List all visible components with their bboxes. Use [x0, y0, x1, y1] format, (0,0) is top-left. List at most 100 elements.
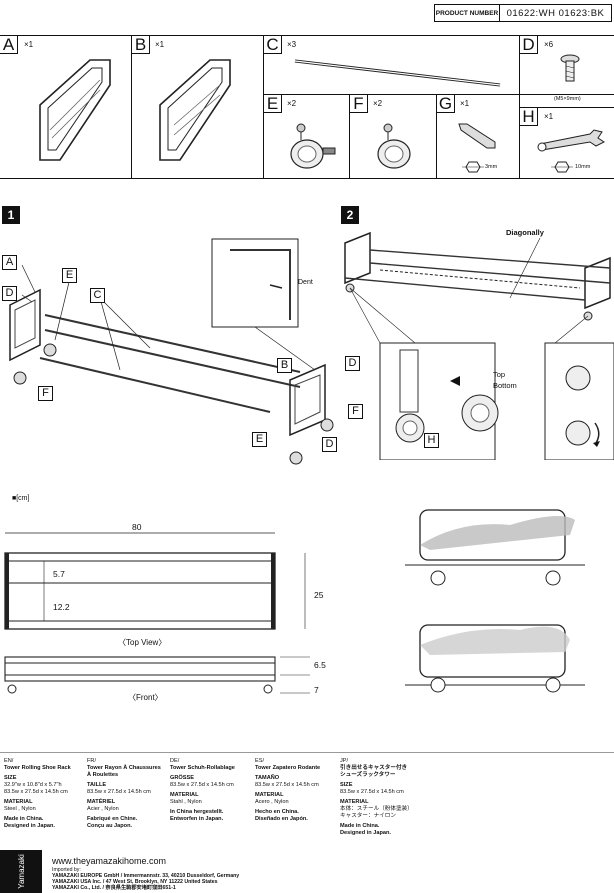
step2-label-h: H [424, 433, 439, 448]
product-name: Tower Zapatero Rodante [255, 765, 321, 771]
caster-icon [377, 123, 411, 169]
imported-by-label: Imported by: [52, 867, 81, 873]
lang-code: DE/ [170, 758, 180, 764]
step1-label-f-right: F [348, 404, 363, 419]
dimension-drawings [4, 532, 310, 694]
part-h-letter: H [520, 108, 538, 126]
step2-top-label: Top [493, 370, 506, 379]
part-g-letter: G [437, 95, 455, 113]
size-heading: TAMAÑO [255, 775, 280, 781]
made-in: Made in China. Designed in Japan. [4, 816, 55, 829]
material-value: 本体：スチール（粉体塗装） キャスター：ナイロン [340, 806, 413, 819]
wrench-icon [537, 129, 605, 152]
part-d-letter: D [520, 36, 538, 54]
step1-dent-label: Dent [298, 279, 313, 286]
brand-text: Yamazaki [16, 854, 26, 889]
material-heading: MATERIAL [255, 792, 284, 798]
part-c-letter: C [264, 36, 282, 54]
product-name: Tower Rolling Shoe Rack [4, 765, 71, 771]
material-value: Stahl , Nylon [170, 799, 202, 805]
size-heading: GRÖSSE [170, 775, 194, 781]
footer-col-de: DE/ Tower Schuh-Rollablage GRÖSSE 83.5w … [170, 758, 268, 823]
part-d-qty: ×6 [544, 40, 554, 49]
part-g-qty: ×1 [460, 99, 470, 108]
product-number-label: PRODUCT NUMBER [435, 5, 500, 21]
product-name: Tower Schuh-Rollablage [170, 765, 235, 771]
front-view-label: 〈Front〉 [128, 693, 163, 702]
material-heading: MATERIAL [4, 799, 33, 805]
step-1-badge: 1 [2, 206, 20, 224]
size-value: 83.5w x 27.5d x 14.5h cm [255, 782, 319, 788]
material-heading: MATÉRIEL [87, 799, 116, 805]
step1-label-e-right: E [252, 432, 267, 447]
part-a-frame-drawing [39, 59, 111, 161]
material-heading: MATERIAL [340, 799, 369, 805]
step-2-rack-drawing [344, 231, 614, 460]
part-b-frame-drawing [159, 59, 231, 161]
product-name: Tower Rayon À Chaussures À Roulettes [87, 765, 161, 778]
dim-6-5: 6.5 [314, 660, 326, 670]
part-e-letter: E [264, 95, 282, 113]
screw-icon [560, 54, 580, 82]
part-f-qty: ×2 [373, 99, 383, 108]
step1-label-f-left: F [38, 386, 53, 401]
footer-col-en: EN/ Tower Rolling Shoe Rack SIZE 32.9"w … [4, 758, 102, 830]
step-1-assembly-drawing [9, 238, 334, 465]
footer-col-jp: JP/ 引き出せるキャスター付き シューズラックタワー SIZE 83.5w x… [340, 758, 438, 837]
importer-us: YAMAZAKI USA Inc. / 47 West St, Brooklyn… [52, 879, 218, 885]
lang-code: FR/ [87, 758, 97, 764]
step1-label-b: B [277, 358, 292, 373]
dim-5-7: 5.7 [53, 569, 65, 579]
part-a-letter: A [0, 36, 18, 54]
product-number-box: PRODUCT NUMBER 01622:WH 01623:BK [434, 4, 612, 22]
size-heading: SIZE [340, 782, 353, 788]
size-value: 83.5w x 27.5d x 14.5h cm [170, 782, 234, 788]
hex-key-icon [458, 123, 496, 149]
importer-eu: YAMAZAKI EUROPE GmbH / Immermannstr. 33,… [52, 873, 240, 879]
step1-label-d-left: D [2, 286, 17, 301]
part-a-qty: ×1 [24, 40, 34, 49]
dim-width: 80 [132, 522, 142, 532]
step1-label-d-right: D [345, 356, 360, 371]
part-b-letter: B [132, 36, 150, 54]
lang-code: EN/ [4, 758, 14, 764]
step1-label-d-bottom: D [322, 437, 337, 452]
website-link[interactable]: www.theyamazakihome.com [52, 856, 167, 866]
size-value: 83.5w x 27.5d x 14.5h cm [87, 789, 151, 795]
part-b-qty: ×1 [155, 40, 165, 49]
size-heading: SIZE [4, 775, 17, 781]
material-heading: MATERIAL [170, 792, 199, 798]
dim-depth: 25 [314, 590, 324, 600]
material-value: Steel , Nylon [4, 806, 36, 812]
footer-col-es: ES/ Tower Zapatero Rodante TAMAÑO 83.5w … [255, 758, 353, 823]
importer-info: Imported by: YAMAZAKI EUROPE GmbH / Imme… [52, 867, 239, 891]
made-in: Hecho en China. Diseñado en Japón. [255, 809, 308, 822]
part-c-rod-drawing [294, 59, 501, 87]
step2-diagonal-label: Diagonally [506, 228, 544, 237]
step1-label-e-left: E [62, 268, 77, 283]
yamazaki-logo: Yamazaki [0, 850, 42, 893]
size-value: 83.5w x 27.5d x 14.5h cm [340, 789, 404, 795]
lang-code: JP/ [340, 758, 349, 764]
dim-7: 7 [314, 685, 319, 695]
part-g-note: 3mm [485, 164, 498, 170]
part-h-qty: ×1 [544, 112, 554, 121]
step1-label-c: C [90, 288, 105, 303]
material-value: Acier , Nylon [87, 806, 119, 812]
part-c-qty: ×3 [287, 40, 297, 49]
top-view-label: 〈Top View〉 [118, 638, 167, 647]
product-number-value: 01622:WH 01623:BK [506, 7, 605, 19]
part-e-qty: ×2 [287, 99, 297, 108]
made-in: Made in China. Designed in Japan. [340, 823, 391, 836]
unit-label: ■[cm] [12, 495, 30, 502]
step-2-badge: 2 [341, 206, 359, 224]
size-heading: TAILLE [87, 782, 107, 788]
importer-jp: YAMAZAKI Co., Ltd. / 奈良県生駒郡安堵町窪田651-1 [52, 885, 176, 891]
made-in: Fabriqué en Chine. Conçu au Japon. [87, 816, 138, 829]
dim-12-2: 12.2 [53, 602, 70, 612]
step2-bottom-label: Bottom [493, 381, 517, 390]
lang-code: ES/ [255, 758, 265, 764]
product-name: 引き出せるキャスター付き シューズラックタワー [340, 765, 408, 778]
part-h-note: 10mm [575, 164, 591, 170]
size-value: 32.9"w x 10.8"d x 5.7"h 83.5w x 27.5d x … [4, 782, 68, 795]
